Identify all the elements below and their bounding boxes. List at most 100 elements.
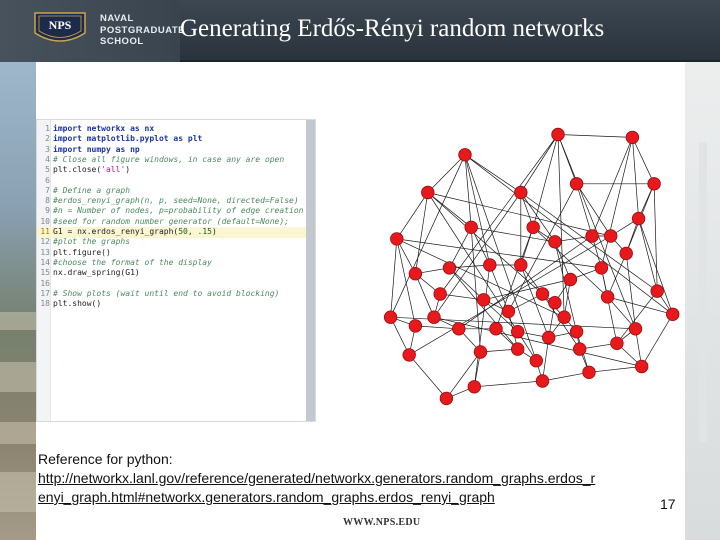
graph-node	[483, 258, 497, 272]
reference-link-line-2[interactable]: enyi_graph.html#networkx.generators.rand…	[38, 489, 495, 505]
line-number: 11	[40, 227, 50, 236]
graph-node	[408, 266, 423, 281]
graph-node	[489, 322, 503, 336]
graph-edge	[446, 351, 481, 399]
line-number: 1	[45, 124, 50, 133]
logo-line-postgraduate: POSTGRADUATE	[100, 24, 185, 36]
graph-node	[631, 211, 646, 226]
graph-edge	[520, 264, 550, 338]
graph-edge	[532, 227, 608, 298]
graph-edge	[588, 366, 642, 373]
graph-edge	[396, 192, 429, 240]
graph-node	[439, 391, 454, 406]
code-token: nx	[144, 124, 155, 133]
graph-node	[600, 290, 615, 304]
graph-node	[585, 229, 599, 243]
graph-edge	[576, 183, 611, 237]
graph-edge	[464, 154, 673, 315]
code-line: 7# Define a graph	[37, 186, 308, 197]
graph-edge	[554, 241, 571, 280]
header-photo-strip	[0, 0, 180, 62]
graph-node	[529, 353, 544, 368]
graph-edge	[520, 192, 556, 242]
graph-edge	[473, 264, 491, 387]
graph-edge	[449, 267, 484, 301]
line-number: 10	[40, 216, 50, 226]
code-token: #choose the format of the display	[53, 257, 212, 267]
graph-edge	[415, 325, 459, 330]
graph-node	[390, 232, 404, 246]
graph-node	[569, 177, 584, 191]
logo-wordmark: NAVAL POSTGRADUATE SCHOOL	[100, 13, 185, 48]
graph-edge	[449, 264, 490, 269]
graph-edge	[433, 192, 522, 318]
code-token: import	[53, 144, 87, 154]
graph-edge	[464, 154, 521, 193]
graph-node	[427, 310, 441, 324]
code-line: 12#plot the graphs	[37, 237, 308, 248]
page-title: Generating Erdős-Rényi random networks	[180, 15, 605, 42]
reference-label: Reference for python:	[38, 451, 173, 467]
line-number: 3	[45, 144, 50, 154]
code-token: #erdos_renyi_graph(n, p, seed=None, dire…	[53, 196, 299, 206]
reference-link[interactable]: http://networkx.lanl.gov/reference/gener…	[38, 469, 688, 507]
graph-edge	[427, 154, 466, 193]
graph-node	[473, 345, 488, 359]
graph-node	[619, 246, 633, 261]
code-token: G1 = nx.erdos_renyi_graph(	[53, 227, 179, 236]
graph-node	[535, 374, 550, 388]
graph-edge	[408, 354, 447, 399]
graph-edge	[557, 134, 633, 138]
nps-crest-icon: NPS	[34, 12, 86, 42]
graph-node	[510, 324, 525, 339]
reference-link-line-1[interactable]: http://networkx.lanl.gov/reference/gener…	[38, 470, 596, 486]
code-token: as	[130, 124, 145, 133]
graph-edge	[427, 192, 611, 237]
logo-line-naval: NAVAL	[100, 13, 134, 24]
code-token: plt.figure()	[53, 247, 111, 257]
graph-node	[548, 295, 562, 310]
graph-edge	[449, 227, 472, 269]
graph-edge	[396, 238, 416, 326]
code-token: numpy	[86, 144, 116, 154]
code-line: 14#choose the format of the display	[37, 258, 308, 269]
graph-edge	[427, 192, 472, 228]
graph-edge	[471, 226, 555, 243]
graph-edge	[396, 238, 565, 318]
random-network-graph	[383, 127, 680, 406]
code-token: plt.close(	[53, 165, 102, 175]
code-token: # Close all figure windows, in case any …	[53, 154, 285, 164]
code-token: 50	[178, 227, 188, 236]
graph-edge	[607, 253, 627, 298]
graph-node	[421, 185, 435, 200]
code-line: 16	[37, 279, 308, 290]
line-number: 5	[45, 165, 50, 175]
left-photo-strip	[0, 62, 36, 540]
graph-edge	[390, 317, 410, 356]
graph-edge	[520, 134, 559, 193]
code-token: plt	[187, 134, 203, 144]
graph-edge	[449, 267, 518, 350]
line-number: 8	[45, 196, 50, 206]
line-number: 6	[45, 175, 50, 185]
graph-node	[442, 261, 457, 275]
logo-badge-text: NPS	[49, 18, 72, 32]
code-token: as	[173, 134, 188, 144]
graph-edge	[489, 264, 509, 312]
graph-edge	[638, 218, 674, 315]
code-token: np	[130, 144, 140, 154]
graph-node	[464, 220, 478, 235]
line-number: 12	[40, 237, 50, 247]
code-token: import	[53, 134, 87, 144]
graph-node	[572, 342, 587, 356]
graph-edge	[470, 227, 481, 353]
graph-node	[650, 284, 664, 298]
graph-edge	[464, 154, 491, 266]
graph-edge	[409, 235, 611, 356]
